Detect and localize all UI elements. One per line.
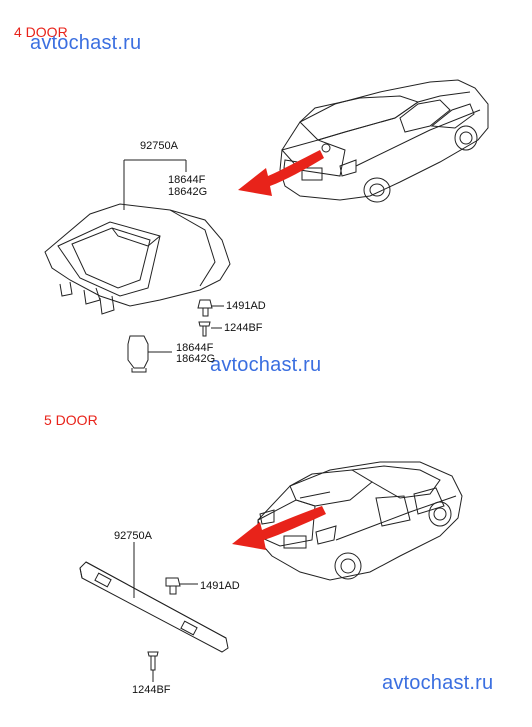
hatchback-car-illustration xyxy=(257,461,463,581)
high-mount-stop-lamp-strip-5door xyxy=(79,561,229,653)
section-title-5-door: 5 DOOR xyxy=(44,412,98,428)
watermark-middle: avtochast.ru xyxy=(210,354,322,376)
screw-5door xyxy=(147,651,159,682)
label-clip-4door: 1491AD xyxy=(226,300,266,312)
red-arrow-4door xyxy=(238,150,324,196)
watermark-bottom: avtochast.ru xyxy=(382,672,494,694)
watermark-top: avtochast.ru xyxy=(30,32,142,54)
label-bulb-b-4door: 18642G xyxy=(168,186,208,198)
sedan-car-illustration xyxy=(279,79,489,203)
label-bulb-lower-b-4door: 18642G xyxy=(176,353,216,365)
clip-4door xyxy=(197,299,224,317)
label-bulb-lower-a-4door: 18644F xyxy=(176,342,214,354)
section-title-4-door: 4 DOOR xyxy=(14,24,68,40)
label-bulb-a-4door: 18644F xyxy=(168,174,206,186)
label-screw-5door: 1244BF xyxy=(132,684,171,696)
label-assembly-5door: 92750A xyxy=(114,530,152,542)
label-screw-4door: 1244BF xyxy=(224,322,263,334)
label-assembly-4door: 92750A xyxy=(140,140,178,152)
high-mount-stop-lamp-assembly-4door xyxy=(44,203,231,315)
screw-4door xyxy=(198,321,222,337)
leader-lines-4door xyxy=(123,159,187,210)
bulb-4door xyxy=(127,335,172,373)
label-clip-5door: 1491AD xyxy=(200,580,240,592)
clip-5door xyxy=(165,577,198,595)
red-arrow-5door xyxy=(232,506,326,550)
